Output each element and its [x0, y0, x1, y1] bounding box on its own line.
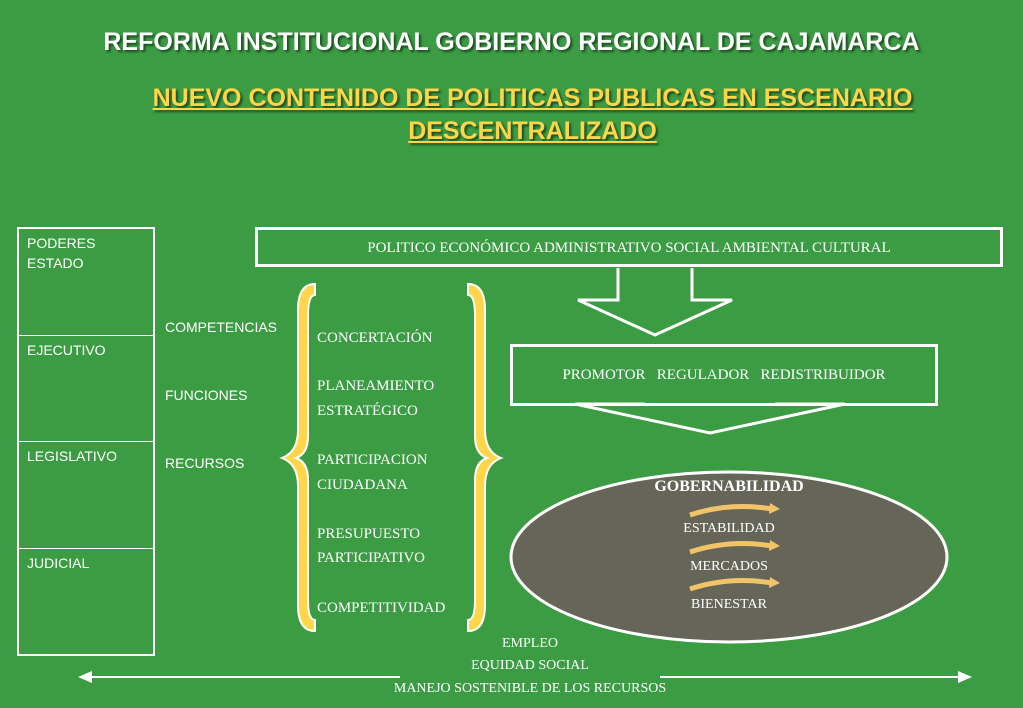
bottom-label-equidad: EQUIDAD SOCIAL — [471, 658, 589, 673]
left-brace — [279, 282, 316, 633]
policy-dimensions-box: POLITICO ECONÓMICO ADMINISTRATIVO SOCIAL… — [255, 227, 1003, 267]
bottom-label-manejo: MANEJO SOSTENIBLE DE LOS RECURSOS — [393, 681, 667, 696]
page-title: REFORMA INSTITUCIONAL GOBIERNO REGIONAL … — [103, 28, 920, 56]
ellipse-item-estabilidad: ESTABILIDAD — [683, 521, 775, 536]
item-participacion: PARTICIPACION — [317, 452, 428, 468]
curved-arrow-icon-3 — [689, 578, 773, 592]
state-roles-box: PROMOTOR REGULADOR REDISTRIBUIDOR — [510, 344, 938, 406]
bottom-label-empleo: EMPLEO — [502, 636, 558, 651]
curved-arrow-head-icon-1 — [769, 503, 780, 514]
curved-arrow-icon-1 — [689, 504, 773, 518]
down-arrow-icon-1 — [577, 268, 733, 337]
power-cell-poderes-estado: PODERES ESTADO — [19, 229, 153, 336]
power-cell-ejecutivo: EJECUTIVO — [19, 336, 153, 442]
item-presupuesto: PRESUPUESTO — [317, 526, 421, 542]
curved-arrow-head-icon-3 — [769, 577, 780, 588]
item-ciudadana: CIUDADANA — [317, 477, 408, 493]
power-cell-judicial: JUDICIAL — [27, 555, 90, 571]
label-funciones: FUNCIONES — [165, 387, 248, 403]
second-down-arrow-icon — [574, 402, 846, 435]
label-recursos: RECURSOS — [165, 455, 245, 471]
arrow-left-icon — [78, 671, 92, 683]
subtitle-line-2: DESCENTRALIZADO — [408, 117, 657, 145]
arrow-right-icon — [958, 671, 972, 683]
item-concertacion: CONCERTACIÓN — [317, 330, 433, 346]
ellipse-item-mercados: MERCADOS — [690, 559, 768, 574]
power-cell-legislativo: LEGISLATIVO — [19, 442, 153, 549]
item-competitividad: COMPETITIVIDAD — [317, 600, 446, 616]
curved-arrow-icon-2 — [689, 541, 773, 555]
curved-arrow-head-icon-2 — [769, 540, 780, 551]
item-participativo: PARTICIPATIVO — [317, 550, 426, 566]
subtitle-line-1: NUEVO CONTENIDO DE POLITICAS PUBLICAS EN… — [152, 84, 913, 112]
powers-table: PODERES ESTADO EJECUTIVO LEGISLATIVO JUD… — [17, 227, 155, 656]
item-planeamiento: PLANEAMIENTO — [317, 378, 435, 394]
right-brace — [467, 282, 504, 633]
label-competencias: COMPETENCIAS — [165, 319, 278, 335]
page-subtitle: NUEVO CONTENIDO DE POLITICAS PUBLICAS EN… — [130, 82, 935, 148]
governance-ellipse — [509, 470, 949, 644]
item-estrategico: ESTRATÉGICO — [317, 403, 418, 419]
ellipse-heading: GOBERNABILIDAD — [654, 478, 804, 495]
ellipse-item-bienestar: BIENESTAR — [691, 597, 767, 612]
